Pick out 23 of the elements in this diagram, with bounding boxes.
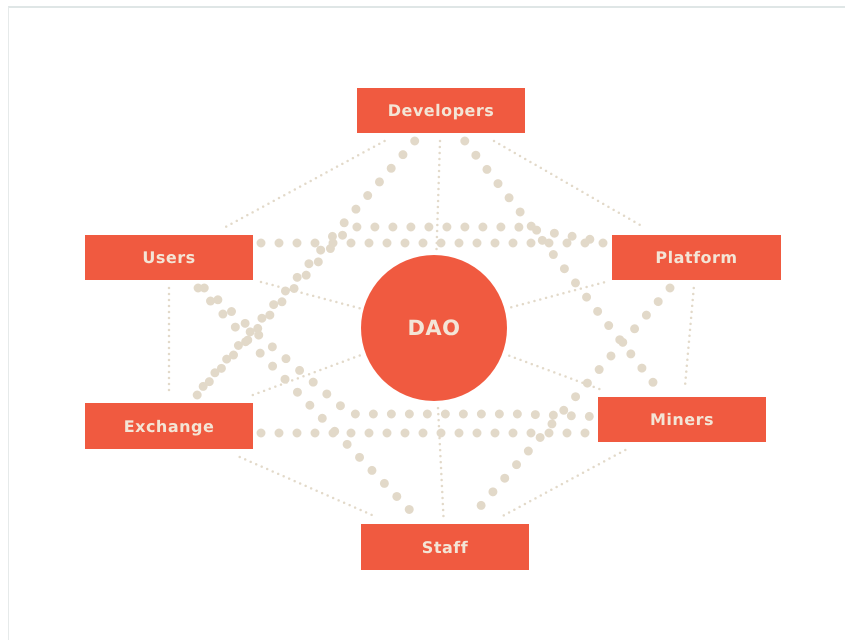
dotted-connector [260, 280, 361, 310]
dotted-connector [505, 353, 601, 390]
node-label: Users [142, 248, 196, 267]
role-box [85, 235, 253, 280]
role-box [361, 524, 529, 570]
node-label: Staff [422, 538, 468, 556]
node-label: Developers [388, 101, 494, 120]
node-label: Platform [655, 248, 738, 267]
role-box [612, 235, 781, 280]
dotted-connector [435, 140, 442, 252]
role-box [357, 88, 525, 133]
dotted-connector [200, 284, 594, 421]
node-label: DAO [407, 316, 461, 340]
dotted-connector [256, 238, 608, 248]
node-label: Miners [650, 410, 714, 429]
node-label: Exchange [124, 416, 214, 436]
role-box [85, 403, 253, 449]
dotted-connector [507, 281, 606, 310]
dotted-connector [224, 140, 386, 228]
role-box [598, 397, 766, 442]
dotted-connector [252, 353, 364, 396]
dotted-connector [238, 456, 376, 518]
dotted-connector [501, 448, 627, 518]
